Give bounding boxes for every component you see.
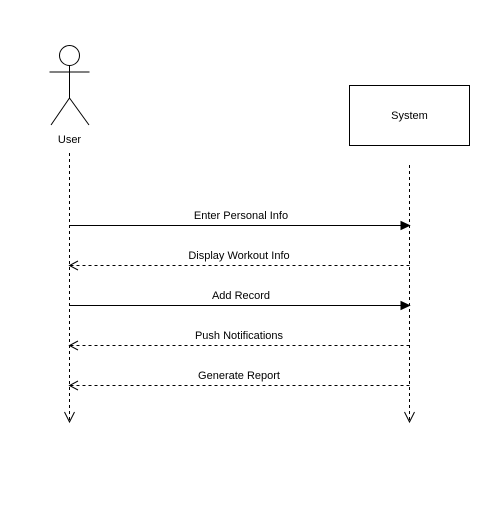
stick-figure-icon — [49, 45, 90, 126]
message-4[interactable]: Push Notifications — [68, 330, 410, 351]
lifeline-user-end-arrow-icon — [64, 411, 75, 424]
participant-box — [349, 85, 470, 146]
open-arrowhead-icon — [68, 260, 79, 271]
message-label: Enter Personal Info — [194, 210, 288, 222]
filled-arrowhead-icon — [400, 220, 411, 231]
message-label: Generate Report — [198, 370, 280, 382]
message-label: Push Notifications — [195, 330, 284, 342]
participant-system[interactable]: System — [349, 85, 470, 146]
open-arrowhead-icon — [68, 380, 79, 391]
message-3[interactable]: Add Record — [69, 290, 411, 311]
message-label: Display Workout Info — [188, 250, 289, 262]
lifeline-system-end-arrow-icon — [404, 411, 415, 424]
message-1[interactable]: Enter Personal Info — [69, 210, 411, 231]
actor-label: User — [58, 134, 82, 146]
message-2[interactable]: Display Workout Info — [68, 250, 410, 271]
filled-arrowhead-icon — [400, 300, 411, 311]
message-5[interactable]: Generate Report — [68, 370, 410, 391]
actor-user[interactable]: User — [49, 45, 90, 147]
message-label: Add Record — [212, 290, 270, 302]
open-arrowhead-icon — [68, 340, 79, 351]
participant-label: System — [391, 110, 428, 122]
